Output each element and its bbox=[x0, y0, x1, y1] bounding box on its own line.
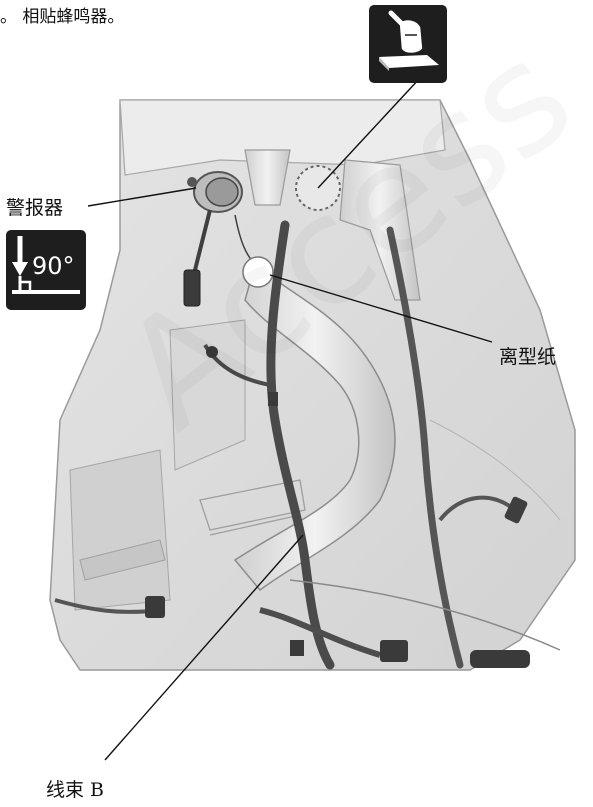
lower-bracket bbox=[70, 450, 170, 610]
top-caption: 。 相贴蜂鸣器。 bbox=[0, 2, 124, 27]
label-alarm: 警报器 bbox=[6, 193, 63, 220]
apply-pad-icon bbox=[369, 5, 447, 83]
angle-90-icon: 90° bbox=[6, 230, 86, 310]
label-release-paper: 离型纸 bbox=[499, 342, 556, 369]
label-harness-b: 线束 B bbox=[46, 775, 104, 802]
angle-90-text: 90° bbox=[32, 252, 75, 280]
